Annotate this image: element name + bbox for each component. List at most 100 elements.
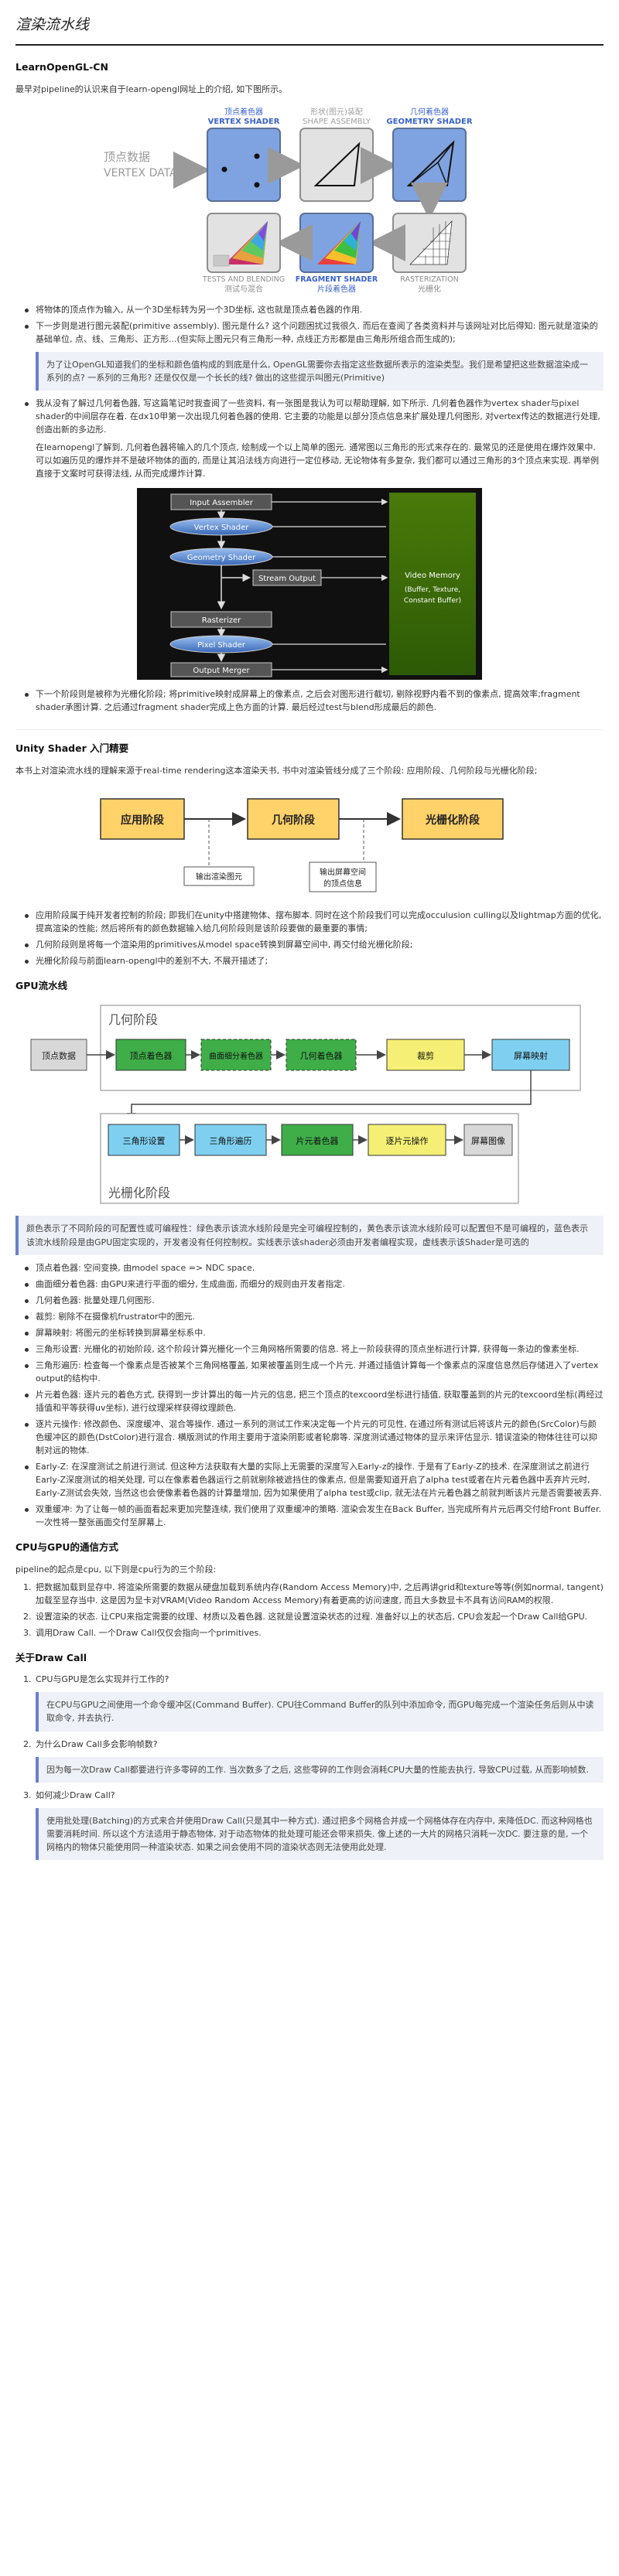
video-memory-sub2: Constant Buffer) [404,597,461,605]
list-item: 逐片元操作: 修改颜色、深度缓冲、混合等操作. 通过一系列的测试工作来决定每一个… [15,1418,604,1457]
opengl-pipeline-figure: 顶点数据 VERTEX DATA[] 顶点着色器 VERTEX SHADER 形… [104,107,473,294]
vs-box [115,1039,186,1071]
output-screen-vertex-box [309,862,377,892]
tb-label-cn: 测试与混合 [224,284,263,294]
gs-box [286,1039,357,1071]
svg-text:顶点数据: 顶点数据 [42,1050,76,1061]
list-item: 双重缓冲: 为了让每一帧的画面看起来更加完整连续, 我们使用了双重缓冲的策略. … [15,1503,604,1529]
list-item: 1.把数据加载到显存中. 将渲染所需要的数据从硬盘加载到系统内存(Random … [23,1581,604,1605]
svg-text:逐片元操作: 逐片元操作 [386,1135,429,1146]
list-item: 三角形设置: 光栅化的初始阶段, 这个阶段计算光栅化一个三角网格所需要的信息. … [15,1343,604,1356]
list-item: 下一步则是进行图元装配(primitive assembly). 图元是什么? … [15,319,604,346]
list-item: 片元着色器: 逐片元的着色方式, 获得到一步计算出的每一片元的信息, 把三个顶点… [15,1388,604,1414]
svg-text:输出屏幕空间: 输出屏幕空间 [320,867,366,877]
list-item: 几何阶段则是将每一个渲染用的primitives从model space转换到屏… [15,938,604,951]
stage-rasterizer: 光栅化阶段 [402,798,504,840]
svg-text:Vertex Shader: Vertex Shader [194,524,250,532]
s4-intro: pipeline的起点是cpu, 以下则是cpu行为的三个阶段: [15,1564,217,1575]
svg-text:三角形设置: 三角形设置 [123,1136,166,1146]
svg-text:的顶点信息: 的顶点信息 [323,879,362,889]
list-item: 裁剪: 剔除不在摄像机frustrator中的图元. [15,1310,604,1323]
fs-label-cn: 片段着色器 [317,284,356,294]
video-memory-box [389,493,476,676]
dx10-pipeline-figure: Video Memory (Buffer, Texture, Constant … [137,488,482,681]
section-heading-unity-shader: Unity Shader 入门精要 [15,729,604,756]
raster-stage-title: 光栅化阶段 [108,1186,170,1200]
svg-text:屏幕图像: 屏幕图像 [471,1135,505,1146]
vertex-data-label-en: VERTEX DATA[] [104,167,186,179]
list-item: 3.如何减少Draw Call? 使用批处理(Batching)的方式来合并使用… [15,1789,604,1860]
answer-quote: 因为每一次Draw Call都要进行许多零碎的工作. 当次数多了之后, 这些零碎… [36,1756,604,1783]
s1-bullets-a: 将物体的顶点作为输入, 从一个3D坐标转为另一个3D坐标, 这也就是顶点着色器的… [15,303,604,346]
svg-text:曲面细分着色器: 曲面细分着色器 [209,1051,263,1061]
list-item: 三角形遍历: 检查每一个像素点是否被某个三角网格覆盖, 如果被覆盖则生成一个片元… [15,1359,604,1385]
vertex-shader-box [207,127,281,202]
tessellation-box [200,1039,272,1071]
svg-text:Output Merger: Output Merger [193,667,250,675]
s2-paragraph: 本书上对渲染流水线的理解来源于real-time rendering这本渲染天书… [15,765,538,776]
section-heading-gpu-pipeline: GPU流水线 [15,980,68,992]
blend-color-grid [213,220,268,267]
vs-label-en: VERTEX SHADER [208,118,280,126]
sa-label-cn: 形状(图元)装配 [310,107,363,117]
screen-image-box [463,1124,513,1156]
raster-grid [409,220,453,265]
triangle-traversal-box [194,1124,267,1156]
fragment-color-grid [317,220,361,264]
svg-text:输出渲染图元: 输出渲染图元 [196,872,242,882]
triangle-setup-box [108,1124,180,1156]
s4-list: 1.把数据加载到显存中. 将渲染所需要的数据从硬盘加载到系统内存(Random … [15,1581,604,1639]
list-item: 曲面细分着色器: 由GPU来进行平面的细分, 生成曲面, 而细分的规则由开发者指… [15,1278,604,1291]
svg-text:屏幕映射: 屏幕映射 [514,1050,548,1061]
section-heading-draw-call: 关于Draw Call [15,1652,87,1663]
s1-paragraph: 在learnopengl了解到, 几何着色器将输入的几个顶点, 绘制成一个以上简… [36,442,599,479]
section-heading-cpu-gpu: CPU与GPU的通信方式 [15,1541,119,1554]
list-item: 1.CPU与GPU是怎么实现并行工作的? 在CPU与GPU之间使用一个命令缓冲区… [15,1673,604,1732]
rasterization-label-en: RASTERIZATION [400,275,458,284]
s3-bullets: 顶点着色器: 空间变换, 由model space => NDC space. … [15,1261,604,1530]
vertex-data-label-cn: 顶点数据 [104,150,150,164]
gpu-pipeline-figure: 几何阶段 顶点数据 顶点着色器 曲面细分着色器 几何着色器 裁剪 屏幕映射 光栅… [30,1005,581,1205]
s1-bullets-b: 我从没有了解过几何着色器, 写这篇笔记时我查阅了一些资料, 有一张图是我认为可以… [15,397,604,436]
list-item: 应用阶段属于纯开发者控制的阶段; 即我们在unity中搭建物体、摆布脚本. 同时… [15,909,604,935]
stage-geometry: 几何阶段 [247,798,340,840]
video-memory-sub1: (Buffer, Texture, [405,586,460,594]
tb-label-en: TESTS AND BLENDING [202,275,285,284]
list-item: 屏幕映射: 将图元的坐标转换到屏幕坐标系中. [15,1326,604,1339]
svg-text:裁剪: 裁剪 [417,1050,434,1061]
list-item: 光栅化阶段与前面learn-opengl中的差别不大, 不展开描述了; [15,954,604,967]
answer-quote: 使用批处理(Batching)的方式来合并使用Draw Call(只是其中一种方… [36,1807,604,1860]
s1-intro: 最早对pipeline的认识来自于learn-opengl网址上的介绍, 如下图… [15,84,288,94]
svg-text:顶点着色器: 顶点着色器 [130,1050,173,1061]
svg-text:Rasterizer: Rasterizer [202,616,241,625]
s2-bullets: 应用阶段属于纯开发者控制的阶段; 即我们在unity中搭建物体、摆布脚本. 同时… [15,909,604,967]
svg-text:几何着色器: 几何着色器 [300,1050,343,1061]
list-item: 将物体的顶点作为输入, 从一个3D坐标转为另一个3D坐标, 这也就是顶点着色器的… [15,303,604,316]
svg-text:Input Assembler: Input Assembler [190,499,254,507]
svg-text:Pixel Shader: Pixel Shader [197,641,246,650]
video-memory-title: Video Memory [405,571,460,580]
svg-text:Stream Output: Stream Output [258,575,316,583]
answer-quote: 在CPU与GPU之间使用一个命令缓冲区(Command Buffer). CPU… [36,1692,604,1732]
list-item: 几何着色器: 批量处理几何图形. [15,1294,604,1307]
list-item: 3.调用Draw Call. 一个Draw Call仅仅会指向一个primiti… [23,1627,262,1638]
sa-label-en: SHAPE ASSEMBLY [303,118,371,126]
three-stage-figure: 应用阶段 几何阶段 光栅化阶段 输出渲染图元 输出屏幕空间 的顶点信息 [100,798,504,892]
list-item: 我从没有了解过几何着色器, 写这篇笔记时我查阅了一些资料, 有一张图是我认为可以… [15,397,604,436]
blockquote-primitive: 为了让OpenGL知道我们的坐标和颜色值构成的到底是什么, OpenGL需要你去… [36,352,604,391]
page: 渲染流水线 LearnOpenGL-CN 最早对pipeline的认识来自于le… [15,16,604,1860]
svg-text:光栅化阶段: 光栅化阶段 [425,814,480,827]
list-item: Early-Z: 在深度测试之前进行测试. 但这种方法获取有大量的实际上无需要的… [15,1460,604,1500]
svg-text:几何阶段: 几何阶段 [272,814,315,827]
section-heading-learnopengl: LearnOpenGL-CN [15,61,108,73]
list-item: 顶点着色器: 空间变换, 由model space => NDC space. [15,1261,604,1274]
fragment-shader-box [281,1124,354,1156]
blockquote-legend: 颜色表示了不同阶段的可配置性或可编程性：绿色表示该流水线阶段是完全可编程控制的，… [15,1216,604,1255]
output-primitives-box [183,866,255,886]
clipping-box [386,1039,465,1071]
per-fragment-ops-box [368,1124,446,1156]
list-item: 下一个阶段则是被称为光栅化阶段; 将primitive映射成屏幕上的像素点, 之… [15,688,604,714]
gs-label-cn: 几何着色器 [410,107,449,117]
s5-list: 1.CPU与GPU是怎么实现并行工作的? 在CPU与GPU之间使用一个命令缓冲区… [15,1673,604,1860]
list-item: 2.设置渲染的状态. 让CPU来指定需要的纹理、材质以及着色器. 这就是设置渲染… [23,1611,588,1622]
